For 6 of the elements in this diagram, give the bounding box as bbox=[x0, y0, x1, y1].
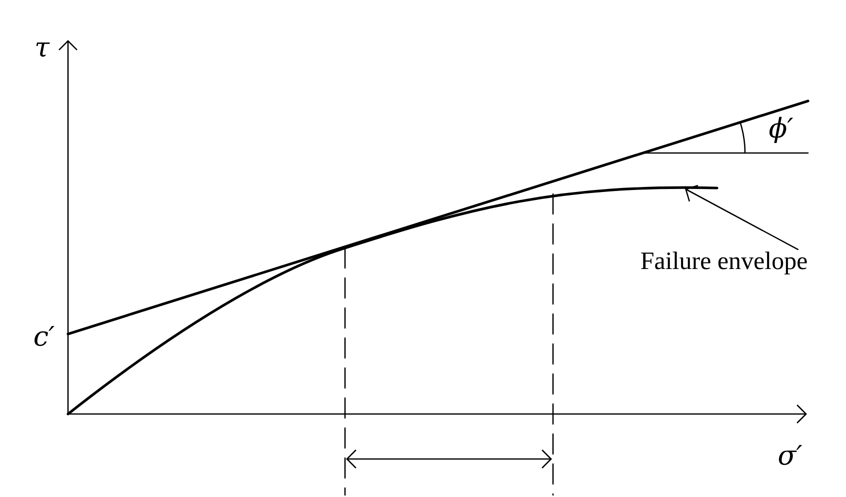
failure-envelope-curve bbox=[66, 186, 718, 416]
annotation-text: Failure envelope bbox=[641, 252, 807, 274]
axis-label: τ bbox=[36, 42, 50, 57]
leader-line bbox=[684, 184, 698, 202]
axis-label: ϕ′ bbox=[769, 116, 794, 144]
axis-label: σ′ bbox=[778, 444, 802, 466]
